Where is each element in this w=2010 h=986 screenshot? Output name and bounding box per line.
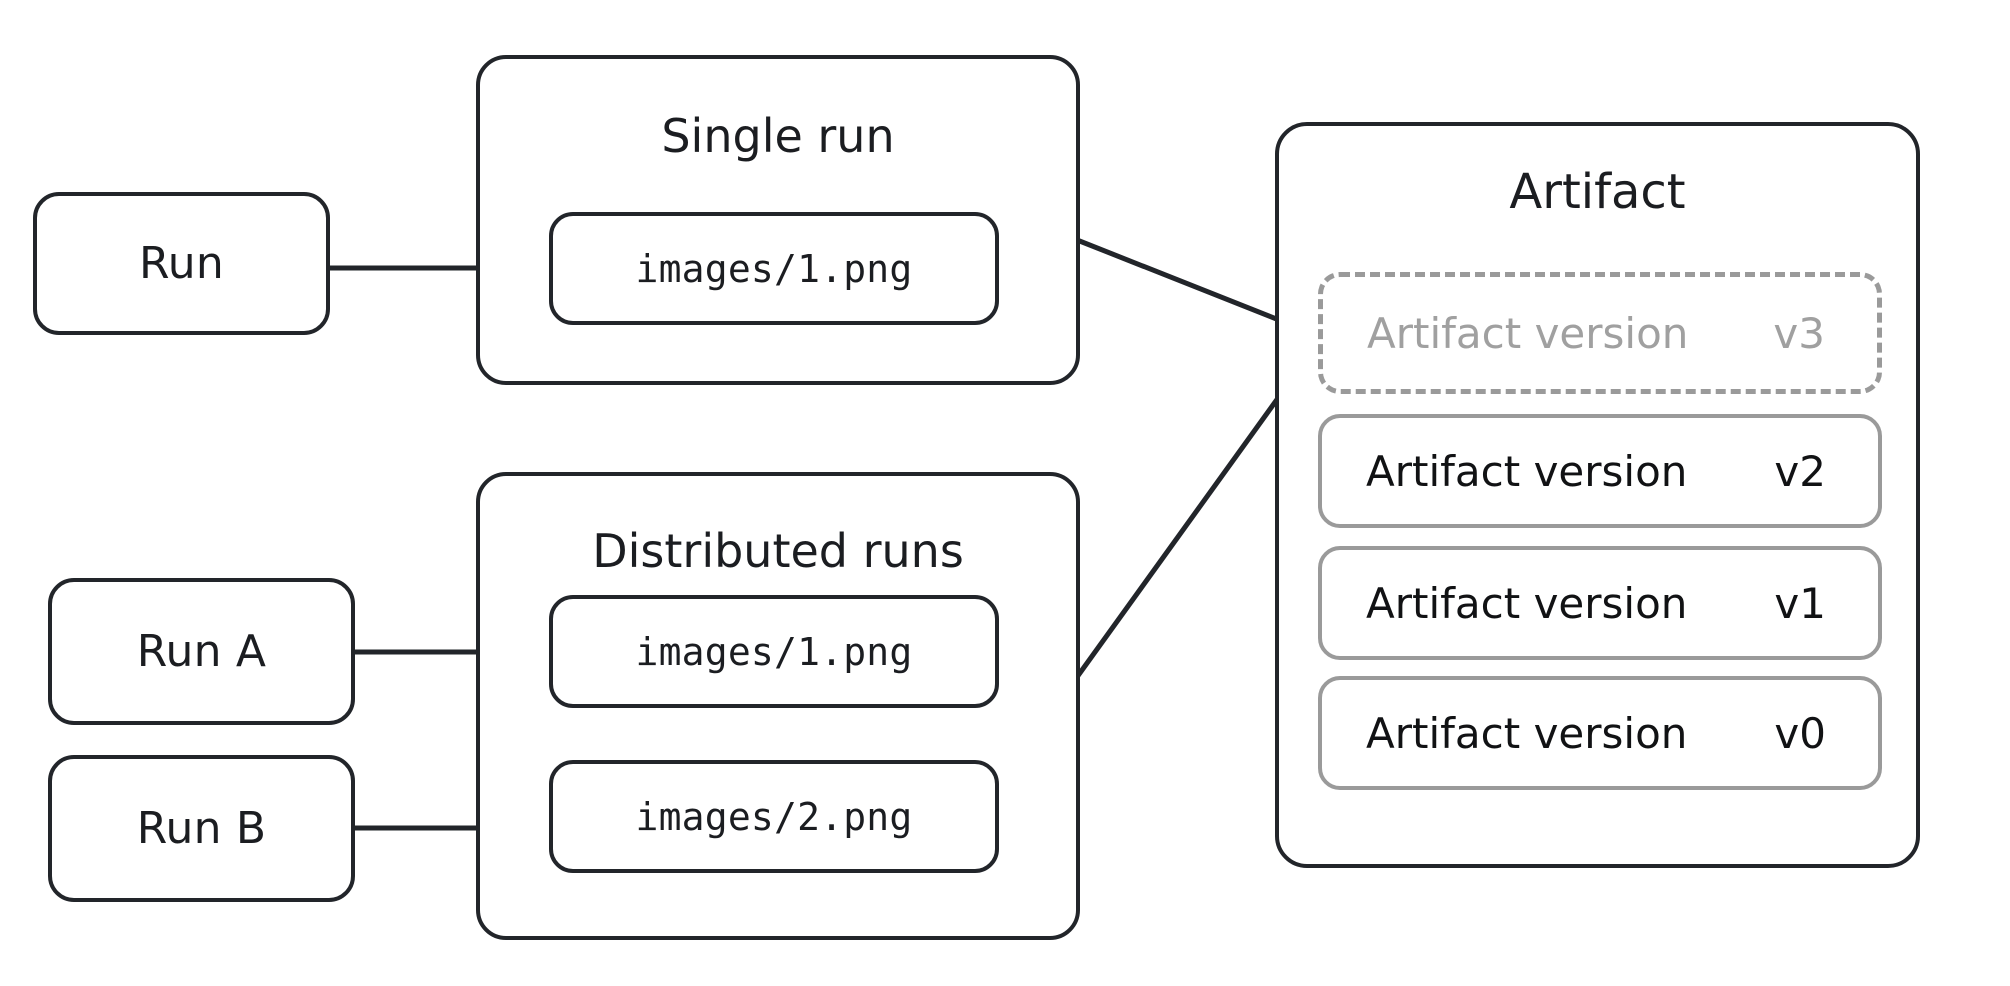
artifact-version-row-v2[interactable]: Artifact version v2 — [1318, 414, 1882, 528]
node-run-a-label: Run A — [136, 625, 267, 677]
artifact-panel-title: Artifact — [1509, 164, 1686, 220]
artifact-version-row-v3[interactable]: Artifact version v3 — [1318, 272, 1882, 394]
node-run-a[interactable]: Run A — [48, 578, 355, 725]
file-node-label: images/1.png — [635, 246, 913, 291]
file-node-images-2-png-distributed[interactable]: images/2.png — [549, 760, 999, 873]
group-distributed-runs-title: Distributed runs — [592, 524, 964, 578]
file-node-images-1-png-single[interactable]: images/1.png — [549, 212, 999, 325]
file-node-label: images/2.png — [635, 794, 913, 839]
node-run[interactable]: Run — [33, 192, 330, 335]
artifact-version-name: Artifact version — [1367, 308, 1689, 358]
artifact-version-tag: v2 — [1774, 446, 1826, 496]
artifact-version-tag: v1 — [1774, 578, 1826, 628]
node-run-b[interactable]: Run B — [48, 755, 355, 902]
node-run-b-label: Run B — [136, 802, 267, 854]
artifact-version-tag: v0 — [1774, 708, 1826, 758]
artifact-version-name: Artifact version — [1366, 578, 1688, 628]
file-node-images-1-png-distributed[interactable]: images/1.png — [549, 595, 999, 708]
artifact-version-name: Artifact version — [1366, 708, 1688, 758]
group-single-run-title: Single run — [661, 109, 895, 163]
artifact-version-name: Artifact version — [1366, 446, 1688, 496]
artifact-version-row-v1[interactable]: Artifact version v1 — [1318, 546, 1882, 660]
node-run-label: Run — [139, 237, 224, 289]
artifact-version-row-v0[interactable]: Artifact version v0 — [1318, 676, 1882, 790]
artifact-version-tag: v3 — [1773, 308, 1825, 358]
file-node-label: images/1.png — [635, 629, 913, 674]
